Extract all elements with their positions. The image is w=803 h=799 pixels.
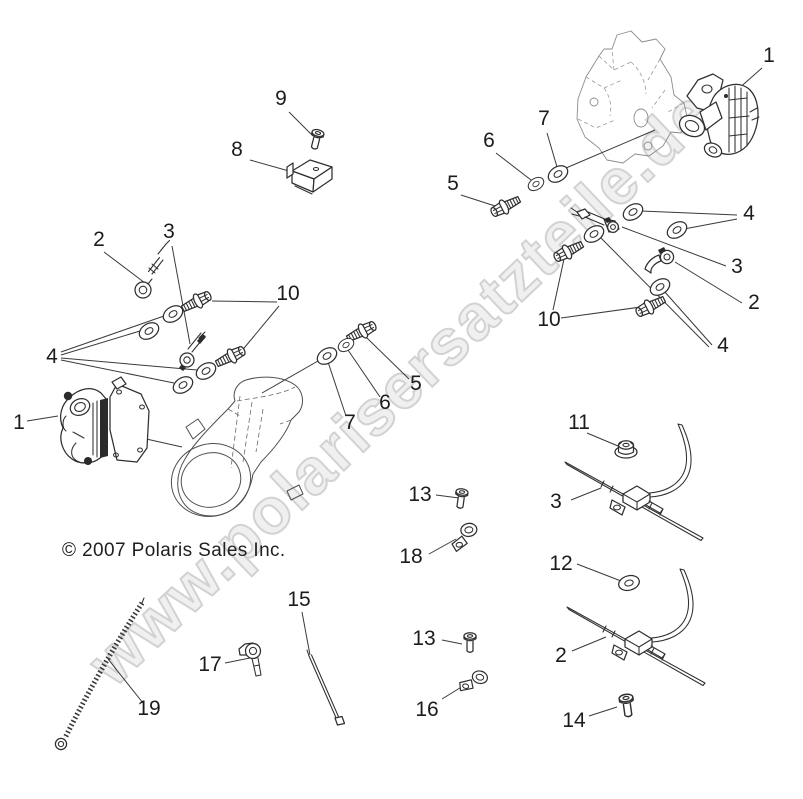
clamp-2-right (644, 247, 675, 274)
washers-4-left (135, 301, 220, 398)
washer-6-top (525, 174, 547, 194)
leader-lines (26, 67, 763, 717)
module-8 (286, 159, 333, 195)
bolt-14 (617, 692, 637, 719)
callout-12: 12 (549, 552, 572, 575)
callout-13-lower: 13 (412, 627, 435, 650)
callout-8: 8 (231, 138, 243, 161)
callout-18: 18 (399, 545, 422, 568)
callout-15: 15 (287, 588, 310, 611)
screw-13-lower (463, 632, 477, 653)
callout-9: 9 (275, 87, 287, 110)
callout-2-right: 2 (748, 291, 760, 314)
copyright-notice: © 2007 Polaris Sales Inc. (62, 540, 286, 561)
screw-13-upper (453, 487, 470, 510)
callout-5-top: 5 (447, 172, 459, 195)
clip-16 (457, 665, 490, 698)
callout-17: 17 (198, 653, 221, 676)
callout-16: 16 (415, 698, 438, 721)
brake-caliper-right (678, 73, 760, 158)
flange-nut-11 (614, 440, 638, 459)
cable-tie-19 (54, 597, 145, 751)
callout-10-left: 10 (276, 282, 299, 305)
callout-4-right-lower: 4 (717, 334, 729, 357)
screw-9 (307, 127, 326, 151)
callout-3-right: 3 (731, 255, 743, 278)
callout-5-mid: 5 (410, 372, 422, 395)
hose-assembly-3-upper (564, 423, 704, 542)
callout-10-right: 10 (537, 308, 560, 331)
callout-19: 19 (137, 697, 160, 720)
callout-1-left: 1 (13, 411, 25, 434)
callout-14: 14 (562, 709, 586, 732)
bolt-5-top (487, 191, 524, 221)
callout-2-left: 2 (93, 228, 105, 251)
gearcase-housing-left (170, 376, 304, 517)
banjo-fitting-2-left (134, 239, 171, 299)
callout-3-bottom: 3 (550, 490, 562, 513)
cable-tie-15 (306, 649, 346, 726)
callout-4-right-upper: 4 (743, 202, 755, 225)
mount-bolts-10-right (550, 236, 669, 321)
gearcase-housing-right (576, 30, 689, 164)
callout-2-bottom: 2 (555, 644, 567, 667)
parts-diagram-page: www.polarisersatzteile.de (13, 30, 775, 751)
brake-caliper-left (60, 376, 150, 465)
callout-labels: 1 9 8 7 6 5 4 3 2 10 4 2 3 10 4 1 5 6 7 … (13, 44, 775, 732)
clip-18 (448, 521, 481, 553)
washer-7-mid (313, 343, 341, 369)
push-pin-17 (238, 642, 262, 677)
brake-pipe-3-right (570, 207, 620, 234)
callout-7-mid: 7 (344, 411, 356, 434)
washer-12 (616, 572, 642, 594)
callout-6-top: 6 (483, 129, 495, 152)
washer-7-top (544, 161, 572, 187)
washers-4-right (580, 199, 691, 300)
fitting-3-left (179, 331, 206, 371)
callout-4-left: 4 (46, 345, 58, 368)
callout-1-right: 1 (763, 44, 775, 67)
callout-11: 11 (568, 411, 590, 434)
callout-6-mid: 6 (379, 391, 391, 414)
callout-13-upper: 13 (408, 483, 431, 506)
exploded-parts-drawing: 1 9 8 7 6 5 4 3 2 10 4 2 3 10 4 1 5 6 7 … (13, 30, 775, 751)
callout-7-top: 7 (538, 107, 550, 130)
callout-3-left: 3 (163, 220, 175, 243)
